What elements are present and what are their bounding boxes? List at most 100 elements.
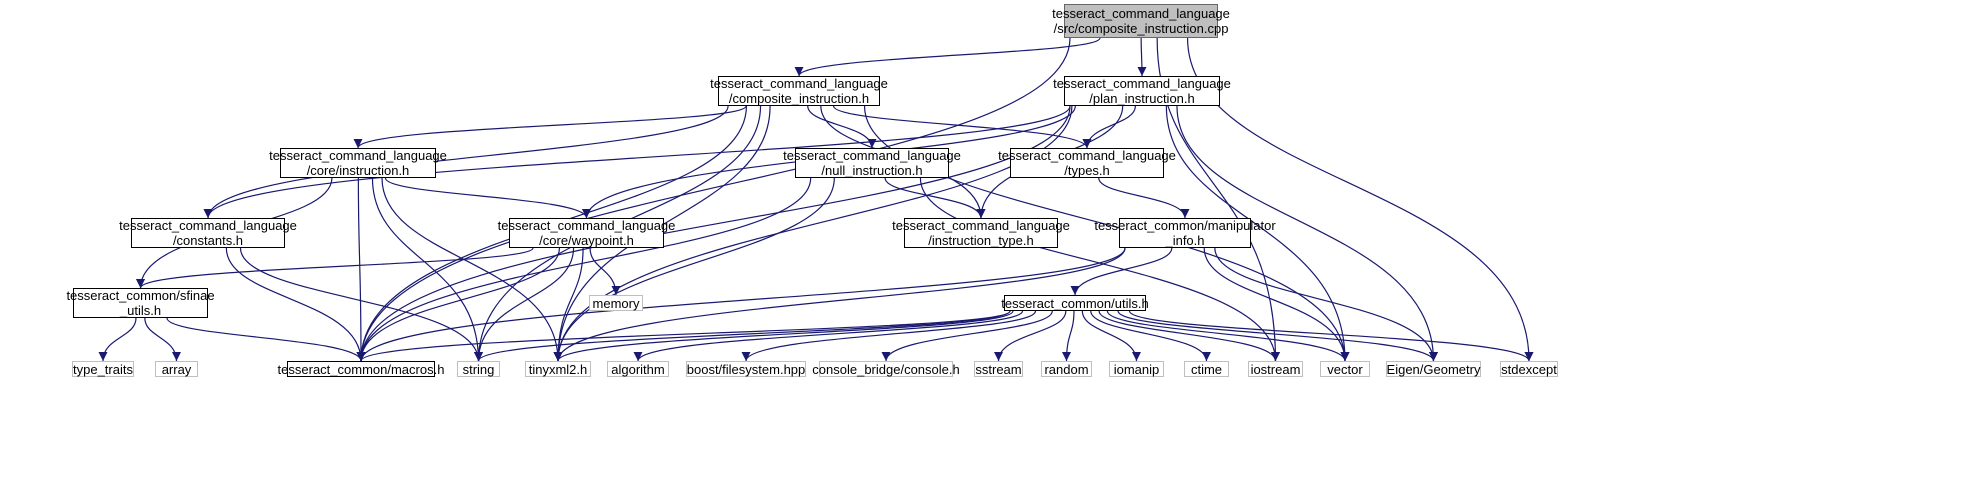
node-root: tesseract_command_language /src/composit… — [1052, 4, 1230, 38]
node-vector: vector — [1320, 361, 1370, 377]
node-label: tesseract_common/macros.h — [277, 361, 445, 377]
edge-utils-to-macros — [356, 310, 1011, 362]
edge-utils-to-tinyxml2 — [553, 310, 1014, 362]
node-array: array — [155, 361, 198, 377]
node-label: tesseract_command_language — [998, 148, 1176, 163]
node-plan-instruction[interactable]: tesseract_command_language /plan_instruc… — [1053, 76, 1231, 106]
node-label: /instruction_type.h — [928, 233, 1034, 248]
node-label: /composite_instruction.h — [728, 91, 870, 106]
edge-sfinae-to-macros — [166, 317, 366, 362]
edge-utils-to-boost_fs — [741, 310, 1037, 362]
edge-utils-to-vector — [1106, 310, 1350, 362]
edge-null_instr-to-tinyxml2 — [553, 177, 835, 362]
node-stdexcept: stdexcept — [1500, 361, 1558, 377]
edge-waypoint-to-string — [474, 247, 575, 362]
node-label: /src/composite_instruction.cpp — [1053, 21, 1229, 36]
edge-composite-to-constants — [203, 105, 729, 219]
node-label: string — [462, 361, 495, 377]
node-label: array — [161, 361, 192, 377]
node-boost-filesystem: boost/filesystem.hpp — [686, 361, 806, 377]
edge-plan-to-eigen — [1176, 105, 1438, 362]
node-composite-instruction[interactable]: tesseract_command_language /composite_in… — [710, 76, 888, 106]
edge-utils-to-iomanip — [1081, 310, 1141, 362]
node-label: /null_instruction.h — [821, 163, 923, 178]
node-sfinae-utils[interactable]: tesseract_common/sfinae _utils.h — [66, 288, 215, 318]
node-tinyxml2: tinyxml2.h — [525, 361, 591, 377]
edge-utils-to-console — [881, 310, 1053, 362]
edge-sfinae-to-type_traits — [98, 317, 137, 362]
edge-waypoint-to-tinyxml2 — [553, 247, 584, 362]
edge-waypoint-to-memory — [589, 247, 621, 296]
node-label: type_traits — [73, 361, 133, 377]
node-label: tesseract_common/sfinae — [66, 288, 215, 303]
edge-constants-to-string — [239, 247, 483, 362]
node-label: tesseract_command_language — [1053, 76, 1231, 91]
edges-layer — [98, 37, 1534, 362]
node-core-waypoint[interactable]: tesseract_command_language /core/waypoin… — [498, 218, 675, 248]
node-label: stdexcept — [1501, 361, 1557, 377]
node-string: string — [457, 361, 500, 377]
node-macros[interactable]: tesseract_common/macros.h — [278, 361, 444, 377]
node-label: tesseract_command_language — [497, 218, 676, 233]
node-core-instruction[interactable]: tesseract_command_language /core/instruc… — [269, 148, 447, 178]
edge-types-to-manip — [1098, 177, 1190, 219]
edge-waypoint-to-sfinae — [136, 247, 534, 289]
node-label: /core/waypoint.h — [539, 233, 634, 248]
node-label: tesseract_command_language — [783, 148, 961, 163]
edge-plan-to-vector — [1165, 105, 1350, 362]
node-label: _info.h — [1165, 233, 1205, 248]
node-label: sstream — [975, 361, 1022, 377]
edge-constants-to-macros — [225, 247, 366, 362]
edge-composite-to-tinyxml2 — [553, 105, 771, 362]
node-label: tinyxml2.h — [528, 361, 588, 377]
edge-root-to-plan — [1137, 37, 1147, 77]
edge-utils-to-iostream — [1098, 310, 1280, 362]
node-eigen-geometry: Eigen/Geometry — [1386, 361, 1481, 377]
node-instruction-type[interactable]: tesseract_command_language /instruction_… — [892, 218, 1070, 248]
edge-sfinae-to-array — [144, 317, 181, 362]
node-label: random — [1044, 361, 1089, 377]
node-algorithm: algorithm — [607, 361, 669, 377]
node-label: tesseract_command_language — [269, 148, 447, 163]
node-label: vector — [1327, 361, 1363, 377]
edge-core_instr-to-string — [371, 177, 483, 362]
node-label: /plan_instruction.h — [1089, 91, 1195, 106]
node-label: tesseract_command_language — [1052, 6, 1230, 21]
node-type-traits: type_traits — [72, 361, 134, 377]
node-label: console_bridge/console.h — [812, 361, 960, 377]
node-label: tesseract_command_language — [710, 76, 888, 91]
edge-utils-to-sstream — [994, 310, 1067, 362]
edge-manip-to-utils — [1070, 247, 1173, 296]
edge-utils-to-stdexcept — [1128, 310, 1534, 362]
node-label: ctime — [1190, 361, 1223, 377]
edge-composite-to-core_instr — [353, 105, 747, 149]
edge-root-to-macros — [356, 37, 1071, 362]
node-memory: memory — [589, 295, 643, 311]
node-label: memory — [592, 295, 640, 311]
edge-null_instr-to-instr_type — [884, 177, 986, 219]
node-ctime: ctime — [1184, 361, 1229, 377]
edge-manip-to-macros — [356, 247, 1126, 362]
node-constants[interactable]: tesseract_command_language /constants.h — [119, 218, 297, 248]
edge-utils-to-ctime — [1090, 310, 1211, 362]
node-label: iomanip — [1113, 361, 1160, 377]
edge-manip-to-eigen — [1214, 247, 1438, 362]
node-utils[interactable]: tesseract_common/utils.h — [1001, 295, 1149, 311]
node-types[interactable]: tesseract_command_language /types.h — [998, 148, 1176, 178]
edge-composite-to-null_instr — [807, 105, 877, 149]
edge-core_instr-to-macros — [356, 177, 366, 362]
node-label: _utils.h — [119, 303, 162, 318]
edge-root-to-composite — [794, 37, 1101, 77]
edge-null_instr-to-iostream — [919, 177, 1280, 362]
node-label: Eigen/Geometry — [1386, 361, 1481, 377]
node-label: tesseract_common/utils.h — [1001, 295, 1149, 311]
node-label: /types.h — [1064, 163, 1110, 178]
node-null-instruction[interactable]: tesseract_command_language /null_instruc… — [783, 148, 961, 178]
edge-plan-to-types — [1082, 105, 1136, 149]
node-console-bridge: console_bridge/console.h — [812, 361, 960, 377]
node-label: algorithm — [611, 361, 665, 377]
node-manipulator-info[interactable]: tesseract_common/manipulator _info.h — [1094, 218, 1276, 248]
edge-core_instr-to-tinyxml2 — [381, 177, 563, 362]
node-sstream: sstream — [974, 361, 1023, 377]
